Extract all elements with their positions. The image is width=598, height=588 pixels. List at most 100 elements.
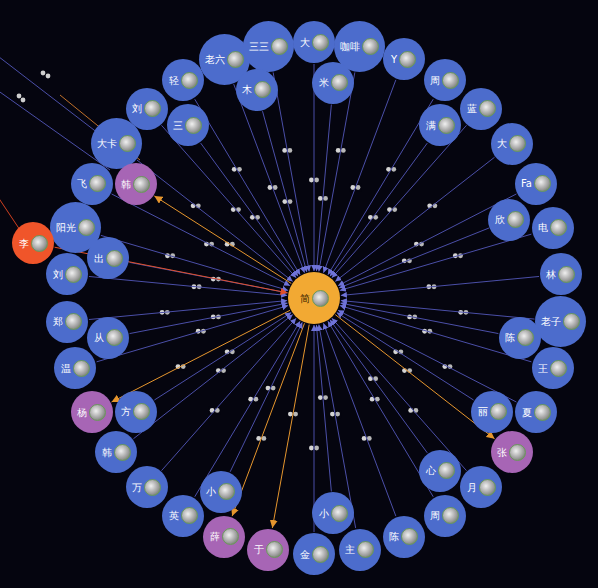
node-fill [87,237,129,279]
node-fill [91,118,142,169]
node-fill [532,207,574,249]
node-name: 老六 [205,54,225,65]
relation-link [195,321,300,497]
avatar-icon [438,462,455,479]
node-fill [203,516,245,558]
relation-link [161,318,296,470]
member-node: 夏 [515,391,557,433]
avatar-icon [73,360,90,377]
node-fill [383,38,425,80]
node-fill [162,59,204,101]
member-node: 主 [339,529,381,571]
highlight-node: 张 [491,431,533,473]
avatar-icon [227,51,244,68]
node-name: 蓝 [467,103,477,114]
relation-link [337,313,474,400]
node-name: 刘 [53,269,63,280]
member-node: 老子 [535,296,586,347]
node-fill [419,104,461,146]
offscreen-link [0,185,20,230]
relation-link [273,72,309,271]
member-node: 万 [126,466,168,508]
node-fill [383,516,425,558]
node-fill [54,347,96,389]
node-fill [46,301,88,343]
member-node: 三三 [243,21,294,72]
node-fill [243,21,294,72]
node-name: 小 [319,508,329,519]
avatar-icon [312,34,329,51]
member-node: 大卡 [91,118,142,169]
node-fill [115,391,157,433]
avatar-icon [144,479,161,496]
avatar-icon [185,117,202,134]
member-node: 周 [424,59,466,101]
relation-link [341,301,535,320]
member-node: 刘 [46,253,88,295]
relation-link [332,318,467,470]
member-node: 从 [87,317,129,359]
relation-link [335,157,494,281]
node-fill [424,495,466,537]
node-name: Y [391,54,397,65]
node-name: 方 [121,406,131,417]
avatar-icon [65,313,82,330]
avatar-icon [312,546,329,563]
relation-link [112,310,290,402]
node-name: 杨 [77,407,87,418]
node-fill [312,62,354,104]
avatar-icon [312,290,329,307]
node-name: 刘 [132,103,142,114]
node-name: 三 [173,120,183,131]
node-fill [293,533,335,575]
node-fill [419,450,461,492]
member-node: 刘 [126,88,168,130]
node-name: 金 [300,549,310,560]
node-fill [515,163,557,205]
node-fill [200,471,242,513]
node-name: 米 [319,77,329,88]
node-name: 张 [497,447,507,458]
avatar-icon [550,360,567,377]
relation-link [314,64,315,271]
node-name: 简 [300,293,310,304]
node-name: 小 [206,486,216,497]
node-name: 温 [61,363,71,374]
avatar-icon [266,541,283,558]
node-name: 电 [538,222,548,233]
avatar-icon [479,479,496,496]
relation-link [161,125,296,277]
avatar-icon [442,72,459,89]
relation-link [340,234,532,290]
avatar-icon [89,404,106,421]
member-node: Y [383,38,425,80]
node-fill [247,529,289,571]
node-fill [46,253,88,295]
node-fill [115,163,157,205]
member-node: 心 [419,450,461,492]
node-fill [488,199,530,241]
avatar-icon [181,72,198,89]
avatar-icon [331,74,348,91]
member-node: 郑 [46,301,88,343]
node-name: 陈 [389,531,399,542]
avatar-icon [362,38,379,55]
relation-link [330,143,427,276]
node-name: 月 [467,482,477,493]
node-name: 韩 [121,179,131,190]
node-name: 王 [538,363,548,374]
node-name: 万 [132,482,142,493]
member-node: Fa [515,163,557,205]
node-fill [293,21,335,63]
member-node: 月 [460,466,502,508]
avatar-icon [490,403,507,420]
avatar-icon [133,176,150,193]
member-node: 陈 [499,317,541,359]
member-node: 王 [532,347,574,389]
node-fill [288,272,340,324]
relation-link [195,99,300,275]
node-fill [532,347,574,389]
relation-link [328,321,433,497]
offscreen-link [0,85,110,170]
node-fill [491,123,533,165]
